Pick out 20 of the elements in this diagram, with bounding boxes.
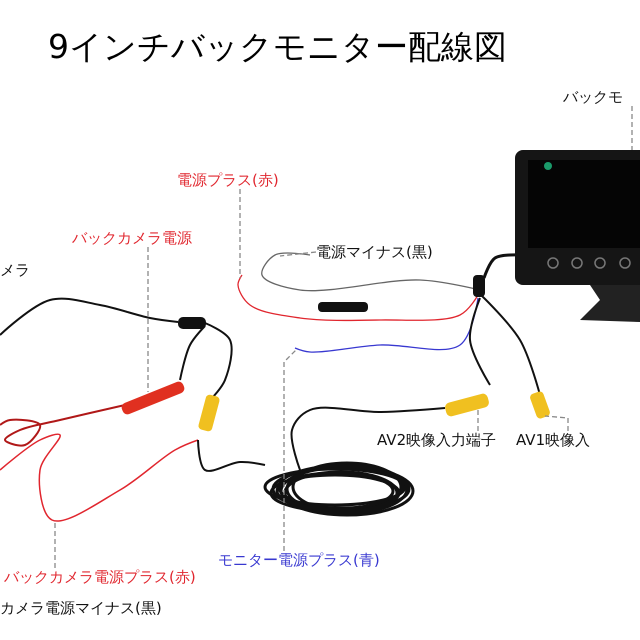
leader-line [477, 408, 479, 431]
leader-line [544, 415, 569, 431]
callout-text: バックカメラ電源 [72, 229, 192, 247]
leader-line [147, 247, 149, 392]
leader-line [631, 106, 633, 150]
callout-text: バックモ [563, 88, 623, 106]
callout-text: 電源マイナス(黒) [316, 243, 433, 261]
callout-text: AV2映像入力端子 [377, 431, 496, 449]
callout-text: モニター電源プラス(青) [218, 551, 380, 569]
diagram-title: 9インチバックモニター配線図 [48, 26, 507, 68]
leader-line [280, 251, 316, 257]
callout-text: バックカメラ電源プラス(赤) [4, 568, 196, 586]
callout-text: AV1映像入 [516, 431, 590, 449]
callout-text: 電源プラス(赤) [177, 171, 279, 189]
monitor-drawing [515, 150, 640, 322]
leader-line [54, 522, 56, 568]
part-label: カメラ電源マイナス(黒) [0, 599, 162, 617]
part-label: メラ [0, 261, 30, 279]
leader-line [239, 189, 241, 278]
leader-line [283, 350, 296, 551]
